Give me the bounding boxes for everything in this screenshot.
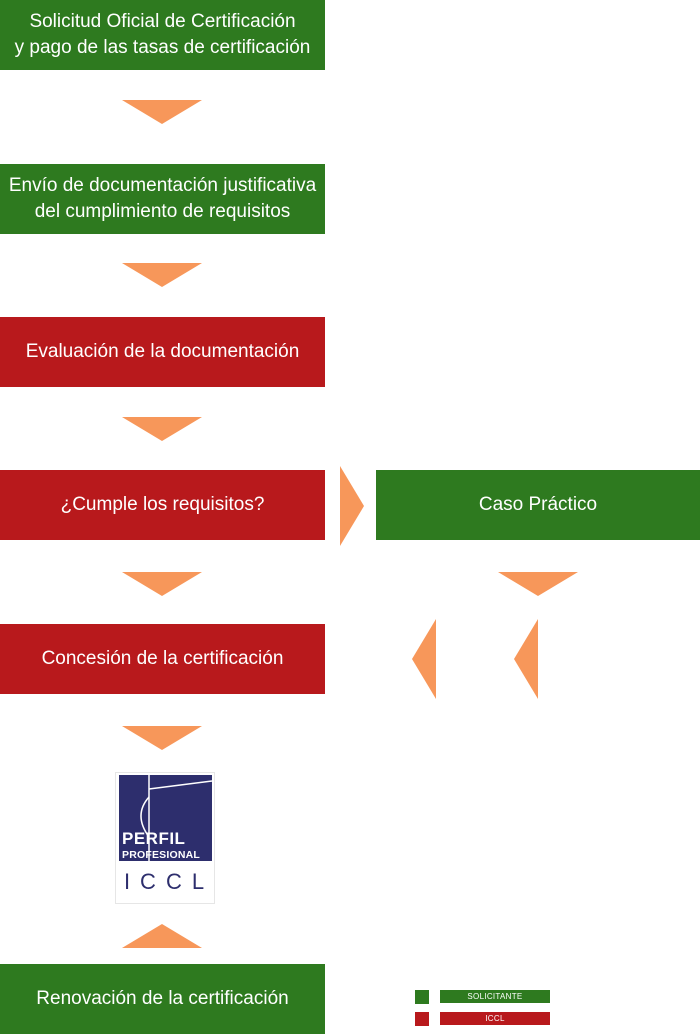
- step-cumple-label: ¿Cumple los requisitos?: [60, 494, 265, 515]
- right-arrow: [340, 466, 364, 546]
- legend-iccl: ICCL: [440, 1012, 550, 1025]
- down-arrow-1: [122, 100, 202, 124]
- legend-iccl-swatch: [415, 1012, 429, 1026]
- logo-profesional-text: PROFESIONAL: [122, 849, 201, 861]
- left-arrow-1: [412, 619, 436, 699]
- up-arrow: [122, 924, 202, 948]
- step-concesion-label: Concesión de la certificación: [41, 648, 284, 669]
- step-solicitud-line2: y pago de las tasas de certificación: [14, 37, 311, 58]
- down-arrow-caso: [498, 572, 578, 596]
- step-evaluacion: Evaluación de la documentación: [0, 317, 325, 387]
- legend-iccl-label: ICCL: [485, 1014, 505, 1023]
- step-caso-label: Caso Práctico: [478, 494, 598, 515]
- step-solicitud-line1: Solicitud Oficial de Certificación: [29, 11, 296, 32]
- step-envio-line2: del cumplimiento de requisitos: [34, 201, 291, 222]
- legend-solicitante-label: SOLICITANTE: [467, 992, 523, 1001]
- left-arrow-2: [514, 619, 538, 699]
- down-arrow-5: [122, 726, 202, 750]
- legend-solicitante: SOLICITANTE: [440, 990, 550, 1003]
- legend-solicitante-swatch: [415, 990, 429, 1004]
- down-arrow-2: [122, 263, 202, 287]
- logo-perfil-text: PERFIL: [122, 829, 186, 848]
- logo-iccl-text: ICCL: [123, 869, 215, 894]
- step-concesion: Concesión de la certificación: [0, 624, 325, 694]
- down-arrow-4: [122, 572, 202, 596]
- step-caso-practico: Caso Práctico: [376, 470, 700, 540]
- perfil-profesional-logo: PERFIL PROFESIONAL ICCL: [115, 772, 215, 904]
- step-envio-line1: Envío de documentación justificativa: [8, 175, 317, 196]
- down-arrow-3: [122, 417, 202, 441]
- logo-panel: PERFIL PROFESIONAL: [119, 775, 212, 861]
- step-renovacion-label: Renovación de la certificación: [36, 988, 289, 1009]
- step-renovacion: Renovación de la certificación: [0, 964, 325, 1034]
- step-evaluacion-label: Evaluación de la documentación: [25, 341, 300, 362]
- step-cumple: ¿Cumple los requisitos?: [0, 470, 325, 540]
- step-solicitud: Solicitud Oficial de Certificación y pag…: [0, 0, 325, 70]
- step-envio: Envío de documentación justificativa del…: [0, 164, 325, 234]
